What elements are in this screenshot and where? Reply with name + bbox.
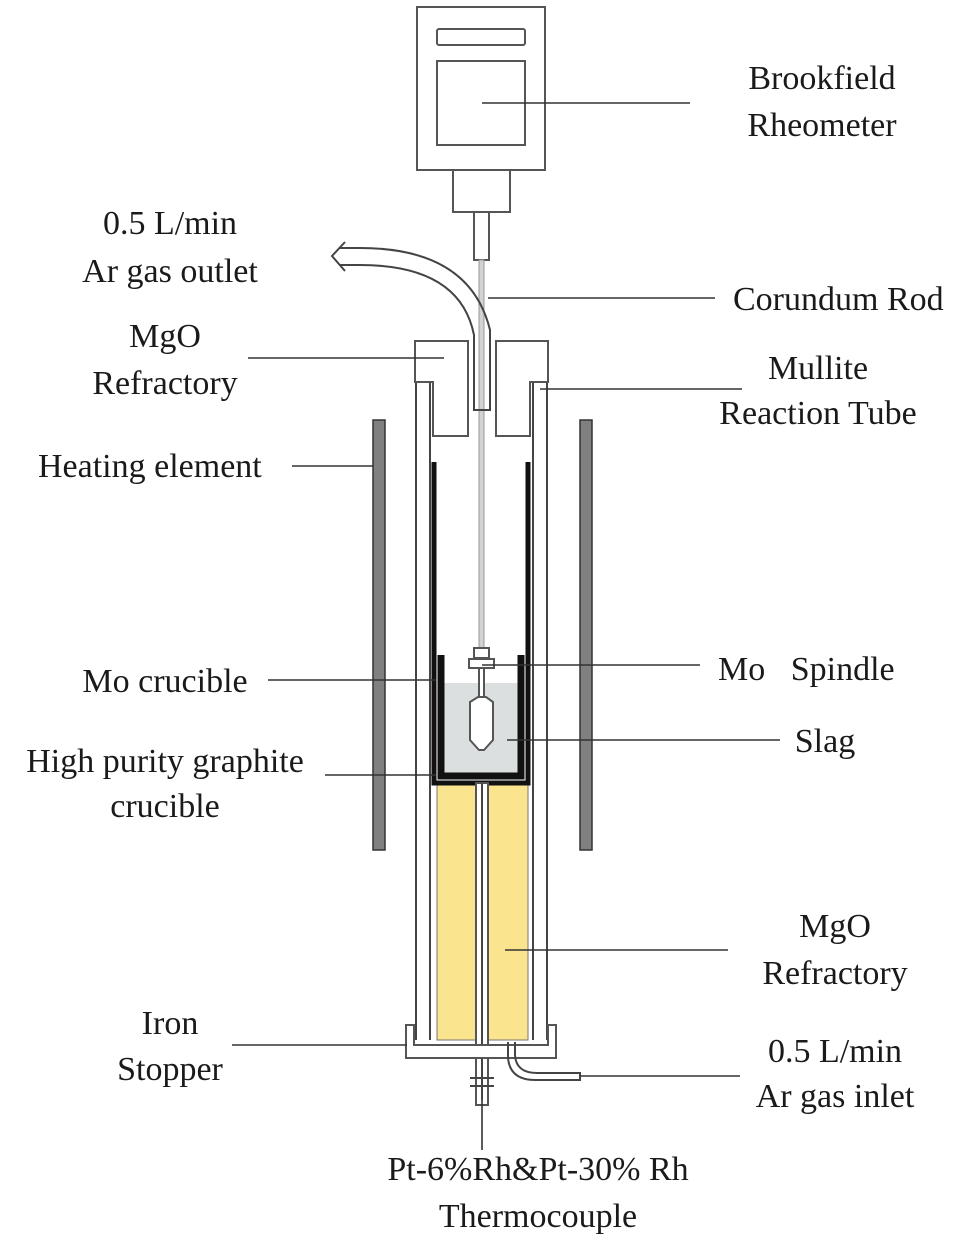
label-mo-spindle: Mo Spindle	[718, 651, 895, 688]
label-gas-outlet-2: Ar gas outlet	[82, 253, 258, 290]
label-graphite-2: crucible	[110, 788, 220, 825]
label-mullite-1: Mullite	[768, 350, 868, 387]
mgo-refractory-left	[436, 782, 481, 1041]
heating-element-left	[372, 419, 386, 851]
mgo-refractory-right	[487, 782, 529, 1041]
label-iron-stopper-1: Iron	[142, 1005, 199, 1042]
label-mullite-2: Reaction Tube	[719, 395, 916, 432]
iron-stopper	[405, 1024, 557, 1059]
label-slag: Slag	[795, 723, 855, 760]
label-iron-stopper-2: Stopper	[117, 1051, 223, 1088]
label-thermocouple-2: Thermocouple	[439, 1198, 637, 1235]
leader-lines	[232, 102, 780, 1150]
label-mgo-bottom-1: MgO	[799, 908, 871, 945]
label-rheometer-2: Rheometer	[747, 107, 897, 144]
mullite-reaction-tube	[415, 382, 548, 1040]
corundum-rod	[478, 259, 485, 653]
label-mgo-bottom-2: Refractory	[762, 955, 907, 992]
label-gas-inlet-2: Ar gas inlet	[756, 1078, 915, 1115]
label-graphite-1: High purity graphite	[26, 743, 304, 780]
rheometer	[416, 6, 546, 261]
label-mgo-top-1: MgO	[129, 318, 201, 355]
heating-element-right	[579, 419, 593, 851]
mgo-refractory-cap	[414, 340, 549, 437]
label-rheometer-1: Brookfield	[748, 60, 895, 97]
gas-outlet-tube	[330, 241, 491, 411]
label-mgo-top-2: Refractory	[92, 365, 237, 402]
label-thermocouple-1: Pt-6%Rh&Pt-30% Rh	[387, 1151, 688, 1188]
label-heating-element: Heating element	[38, 448, 262, 485]
label-gas-inlet-1: 0.5 L/min	[768, 1033, 902, 1070]
mo-spindle	[468, 647, 495, 751]
label-gas-outlet-1: 0.5 L/min	[103, 205, 237, 242]
label-corundum-rod: Corundum Rod	[733, 281, 944, 318]
graphite-crucible	[437, 655, 525, 780]
label-mo-crucible: Mo crucible	[82, 663, 247, 700]
